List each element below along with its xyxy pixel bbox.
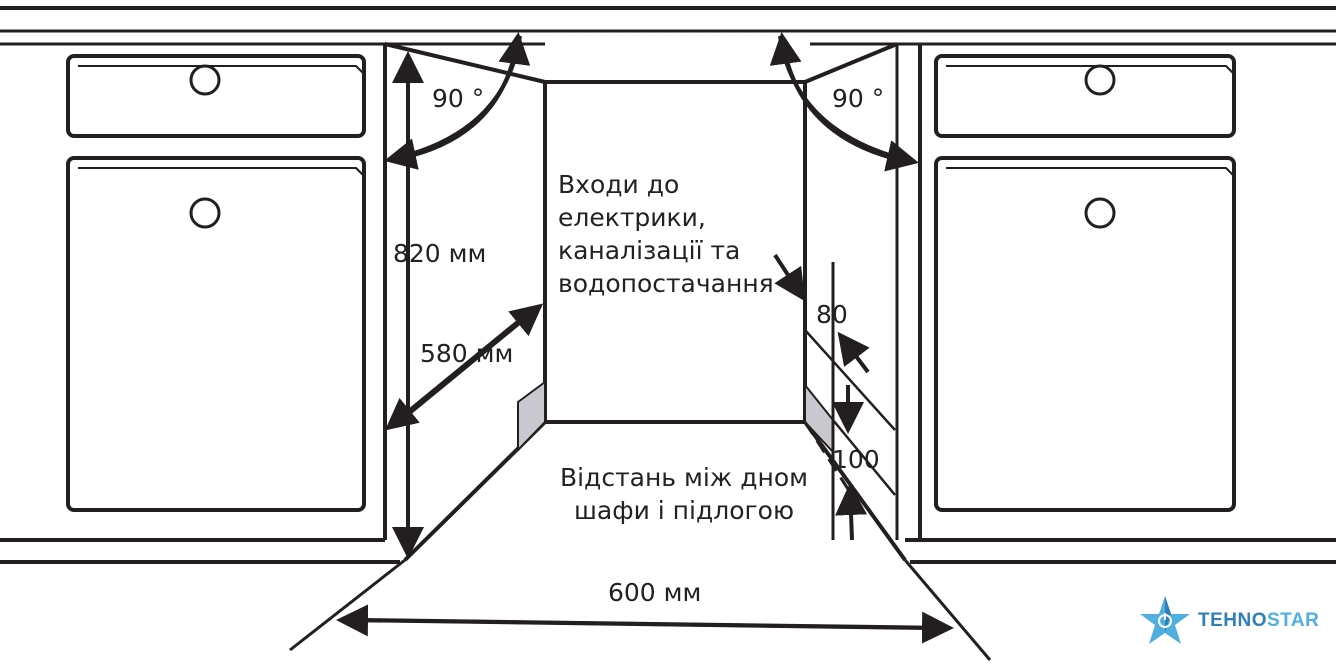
gap100-arrow-bottom <box>835 483 868 541</box>
right-door-knob <box>1084 197 1116 229</box>
plinth-line: шафи і підлогою <box>574 496 794 525</box>
inputs-label: Входи до електрики, каналізації та водоп… <box>558 168 774 300</box>
logo-text: TEHNOSTAR <box>1198 610 1319 632</box>
gap80-arrow <box>837 331 870 374</box>
niche-back-wall <box>543 80 807 424</box>
inputs-line: водопостачання <box>558 269 774 298</box>
right-drawer <box>934 54 1236 138</box>
inputs-line: каналізації та <box>558 236 741 265</box>
inputs-pointer <box>773 253 806 302</box>
plinth-line: Відстань між дном <box>559 463 809 492</box>
depth-label: 580 мм <box>420 339 514 368</box>
left-drawer-knob <box>189 64 221 96</box>
inputs-line: електрики, <box>558 203 706 232</box>
height-label: 820 мм <box>393 239 487 268</box>
angle-label-right: 90 ° <box>832 84 885 113</box>
left-drawer <box>66 54 366 138</box>
left-door <box>66 156 366 512</box>
right-door <box>934 156 1236 512</box>
right-drawer-knob <box>1084 64 1116 96</box>
plinth-left <box>517 381 546 451</box>
inputs-line: Входи до <box>558 170 680 199</box>
width-label: 600 мм <box>608 578 702 607</box>
plinth-label: Відстань між дном шафи і підлогою <box>550 461 818 527</box>
tehnostar-logo: TEHNOSTAR <box>1138 594 1319 648</box>
left-door-knob <box>189 197 221 229</box>
angle-label-left: 90 ° <box>432 84 485 113</box>
star-power-icon <box>1140 596 1190 644</box>
logo-text-part2: STAR <box>1267 610 1320 631</box>
gap-80-label: 80 <box>816 300 848 329</box>
logo-text-part1: TEHNO <box>1198 610 1267 631</box>
gap-100-label: 100 <box>832 445 880 474</box>
